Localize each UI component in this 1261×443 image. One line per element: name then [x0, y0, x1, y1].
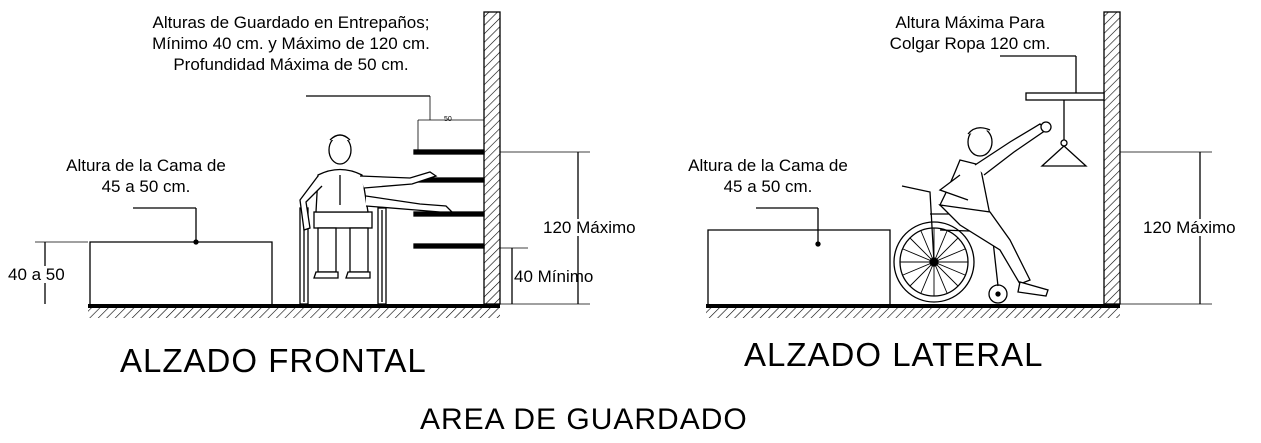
side-floor-line — [706, 304, 1120, 308]
shelf-note-line-3: Profundidad Máxima de 50 cm. — [173, 55, 409, 74]
front-min-label: 40 Mínimo — [514, 267, 594, 286]
shelf-4 — [413, 243, 485, 249]
side-heading: ALZADO LATERAL — [744, 336, 1044, 373]
side-wall — [1103, 11, 1121, 305]
shelf-depth-label: 50 — [444, 116, 452, 123]
shelf-note-line-1: Alturas de Guardado en Entrepaños; — [152, 13, 430, 32]
front-wheelchair-user-figure — [299, 134, 454, 305]
side-bed-note-line-1: Altura de la Cama de — [688, 156, 848, 175]
shelf-1 — [413, 149, 485, 155]
front-bed — [89, 241, 273, 304]
side-bed-note: Altura de la Cama de 45 a 50 cm. — [650, 155, 886, 197]
side-max-label: 120 Máximo — [1143, 218, 1236, 237]
hang-note-line-1: Altura Máxima Para — [895, 13, 1045, 32]
hanging-rod — [1025, 92, 1105, 101]
side-bed — [707, 229, 891, 304]
hanger-icon — [1040, 100, 1088, 167]
front-wall — [483, 11, 501, 305]
side-elevation — [706, 11, 1212, 318]
side-bed-note-line-2: 45 a 50 cm. — [723, 177, 813, 196]
diagram-title: AREA DE GUARDADO — [420, 403, 748, 436]
front-bed-height-label: 40 a 50 — [8, 265, 65, 284]
front-bed-note-line-2: 45 a 50 cm. — [101, 177, 191, 196]
side-floor-hatch — [706, 308, 1120, 318]
front-max-label: 120 Máximo — [543, 218, 636, 237]
hang-note-line-2: Colgar Ropa 120 cm. — [889, 34, 1051, 53]
shelf-note: Alturas de Guardado en Entrepaños; Mínim… — [96, 12, 486, 75]
front-floor-hatch — [88, 308, 500, 318]
front-bed-note: Altura de la Cama de 45 a 50 cm. — [28, 155, 264, 197]
side-wheelchair-user-figure — [893, 121, 1052, 304]
hang-note: Altura Máxima Para Colgar Ropa 120 cm. — [860, 12, 1080, 54]
shelf-note-line-2: Mínimo 40 cm. y Máximo de 120 cm. — [152, 34, 430, 53]
front-bed-note-line-1: Altura de la Cama de — [66, 156, 226, 175]
front-floor-line — [88, 304, 500, 308]
front-heading: ALZADO FRONTAL — [120, 342, 427, 379]
